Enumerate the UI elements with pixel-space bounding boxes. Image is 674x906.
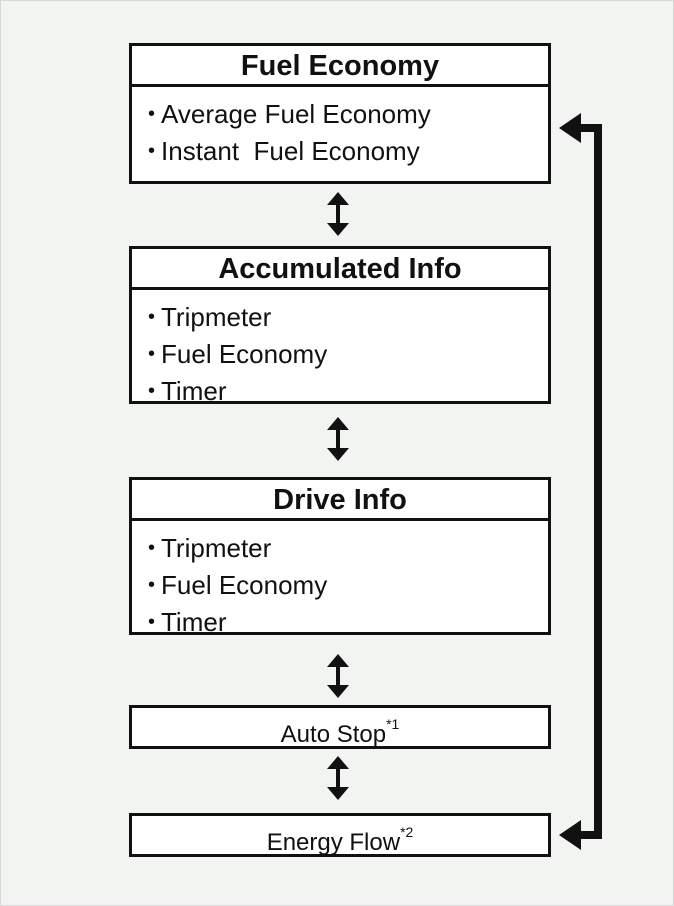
accumulated-info-box: Accumulated Info •Tripmeter •Fuel Econom… [129,246,551,406]
drive-info-list: •Tripmeter •Fuel Economy •Timer [132,521,548,642]
drive-info-title: Drive Info [132,480,548,521]
loop-arrow-icon [559,113,602,850]
list-item: •Fuel Economy [148,570,328,600]
double-arrow-icon [327,417,349,461]
list-item: •Instant Fuel Economy [148,136,420,166]
energy-flow-note: *2 [400,824,414,840]
auto-stop-box: Auto Stop*1 [129,705,551,749]
list-item: •Tripmeter [148,533,272,563]
list-item: •Tripmeter [148,302,272,332]
list-item: •Timer [148,376,227,406]
double-arrow-icon [327,654,349,698]
energy-flow-box: Energy Flow*2 [129,813,551,857]
energy-flow-label: Energy Flow [266,829,401,856]
fuel-economy-box: Fuel Economy •Average Fuel Economy •Inst… [129,43,551,184]
double-arrow-icon [327,756,349,800]
fuel-economy-list: •Average Fuel Economy •Instant Fuel Econ… [132,87,548,171]
list-item: •Timer [148,607,227,637]
list-item: •Fuel Economy [148,339,328,369]
drive-info-box: Drive Info •Tripmeter •Fuel Economy •Tim… [129,477,551,637]
accumulated-info-list: •Tripmeter •Fuel Economy •Timer [132,290,548,411]
fuel-economy-title: Fuel Economy [132,46,548,87]
list-item: •Average Fuel Economy [148,99,431,129]
double-arrow-icon [327,192,349,236]
accumulated-info-title: Accumulated Info [132,249,548,290]
auto-stop-label: Auto Stop [280,721,387,748]
auto-stop-note: *1 [386,716,400,732]
